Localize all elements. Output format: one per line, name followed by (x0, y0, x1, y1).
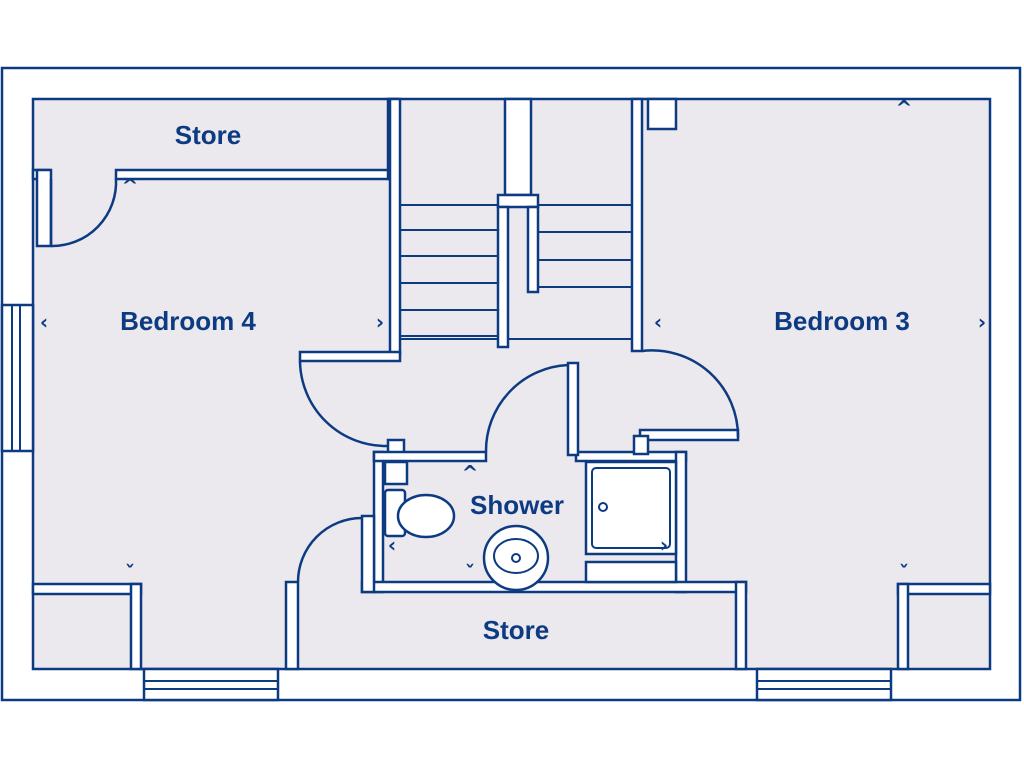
svg-text:‹: ‹ (40, 310, 48, 334)
svg-text:ˇ: ˇ (465, 561, 475, 585)
bedroom-4-closet-door (35, 168, 118, 248)
svg-text:›: › (978, 310, 986, 334)
svg-text:›: › (660, 533, 668, 557)
svg-text:^: ^ (122, 174, 139, 198)
basin (482, 524, 550, 592)
svg-text:‹: ‹ (654, 310, 662, 334)
store-bottom-door (284, 516, 363, 671)
bottom-window-right (755, 667, 893, 702)
left-window (0, 303, 35, 453)
svg-text:›: › (376, 310, 384, 334)
toilet (383, 460, 456, 539)
svg-text:ˇ: ˇ (899, 561, 909, 585)
shower-tray (584, 460, 678, 584)
bedroom-4-door (298, 350, 406, 456)
staircase (388, 97, 678, 356)
room-label-bedroom-3: Bedroom 3 (774, 306, 910, 336)
bedroom-4-cupboard (31, 582, 143, 671)
room-label-bedroom-4: Bedroom 4 (120, 306, 256, 336)
svg-text:^: ^ (896, 96, 913, 120)
room-label-store-top: Store (175, 120, 241, 150)
room-label-shower: Shower (470, 490, 564, 520)
bedroom-3-door (632, 349, 740, 456)
dimension-markers: ^ ‹ › ˇ ^ ‹ › ˇ ^ ‹ › ˇ (40, 96, 986, 585)
bottom-window-left (142, 667, 280, 702)
svg-text:^: ^ (462, 461, 479, 485)
shower-door (484, 361, 580, 457)
svg-text:‹: ‹ (388, 533, 396, 557)
room-label-store-bottom: Store (483, 615, 549, 645)
shower-room-walls (360, 450, 748, 671)
bedroom-3-cupboard (896, 582, 992, 671)
svg-text:ˇ: ˇ (125, 561, 135, 585)
